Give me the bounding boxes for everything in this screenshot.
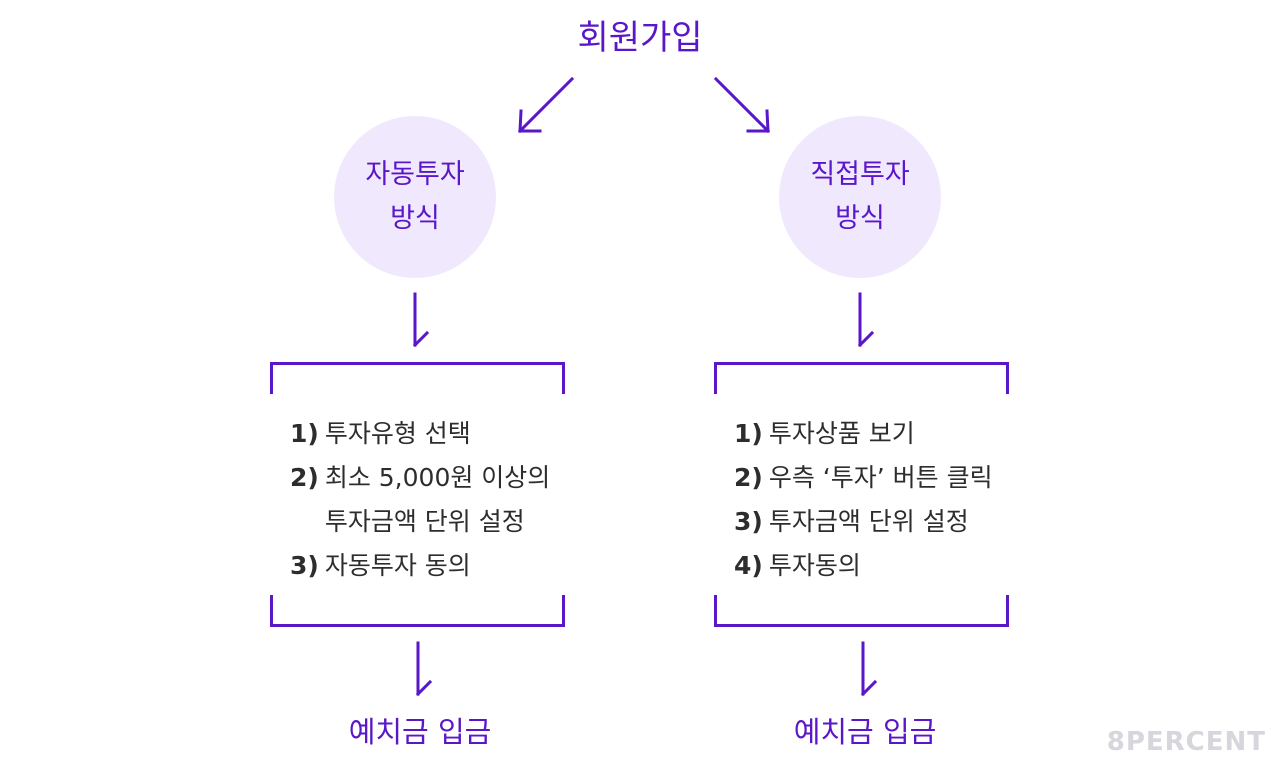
step-number: 3): [290, 551, 319, 580]
arrow-down-icon: [412, 292, 430, 348]
step-number: 3): [734, 507, 763, 536]
step-text: 투자상품 보기: [768, 419, 915, 448]
direct-invest-steps: 1) 투자상품 보기 2) 우측 ‘투자’ 버튼 클릭 3) 투자금액 단위 설…: [734, 412, 1004, 588]
step-text: 우측 ‘투자’ 버튼 클릭: [768, 463, 993, 492]
step-item: 3) 자동투자 동의: [290, 544, 560, 588]
circle-label-line1: 자동투자: [365, 159, 465, 190]
bracket-top: [270, 362, 565, 394]
circle-label-line2: 방식: [390, 203, 440, 234]
auto-invest-final-step: 예치금 입금: [348, 715, 492, 749]
bracket-top: [714, 362, 1009, 394]
step-number: 1): [734, 419, 763, 448]
step-text: 자동투자 동의: [324, 551, 471, 580]
step-number: 1): [290, 419, 319, 448]
step-number: 2): [734, 463, 763, 492]
step-text: 투자금액 단위 설정: [768, 507, 969, 536]
auto-invest-steps-box: 1) 투자유형 선택 2) 최소 5,000원 이상의 투자금액 단위 설정 3…: [270, 362, 565, 627]
step-item: 4) 투자동의: [734, 544, 1004, 588]
brand-logo: 8PERCENT: [1106, 727, 1266, 757]
circle-label-line2: 방식: [835, 203, 885, 234]
auto-invest-steps: 1) 투자유형 선택 2) 최소 5,000원 이상의 투자금액 단위 설정 3…: [290, 412, 560, 588]
step-item: 1) 투자상품 보기: [734, 412, 1004, 456]
step-text: 투자유형 선택: [324, 419, 471, 448]
step-text: 투자동의: [768, 551, 861, 580]
arrow-down-left-icon: [517, 76, 575, 134]
arrow-down-icon: [415, 641, 433, 697]
step-item: 2) 최소 5,000원 이상의 투자금액 단위 설정: [290, 456, 560, 544]
step-number: 4): [734, 551, 763, 580]
circle-label-line1: 직접투자: [810, 159, 910, 190]
step-item: 3) 투자금액 단위 설정: [734, 500, 1004, 544]
bracket-bottom: [270, 595, 565, 627]
arrow-down-icon: [860, 641, 878, 697]
diagram-title: 회원가입: [577, 18, 703, 58]
arrow-down-icon: [857, 292, 875, 348]
arrow-down-right-icon: [713, 76, 771, 134]
direct-invest-final-step: 예치금 입금: [793, 715, 937, 749]
step-item: 2) 우측 ‘투자’ 버튼 클릭: [734, 456, 1004, 500]
step-number: 2): [290, 463, 319, 492]
direct-invest-steps-box: 1) 투자상품 보기 2) 우측 ‘투자’ 버튼 클릭 3) 투자금액 단위 설…: [714, 362, 1009, 627]
step-text: 최소 5,000원 이상의 투자금액 단위 설정: [324, 463, 551, 536]
auto-invest-circle: 자동투자 방식: [334, 116, 496, 278]
direct-invest-circle: 직접투자 방식: [779, 116, 941, 278]
bracket-bottom: [714, 595, 1009, 627]
step-item: 1) 투자유형 선택: [290, 412, 560, 456]
